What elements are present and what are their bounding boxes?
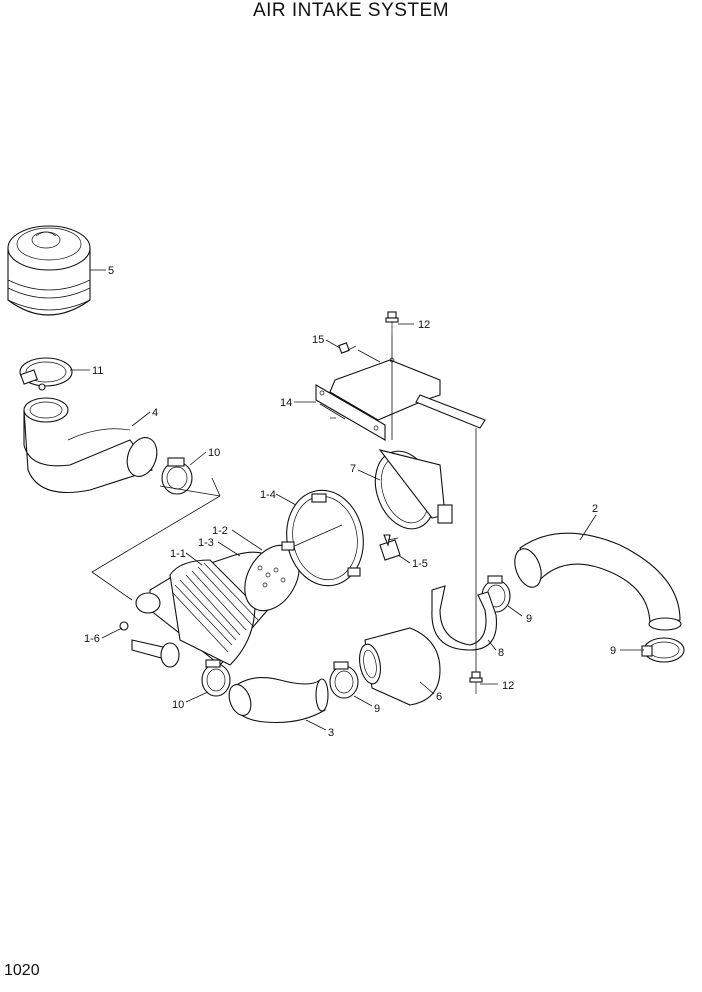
outlet-elbow-part (228, 677, 329, 724)
hose-clamp-part (201, 659, 231, 697)
part-label: 8 (498, 647, 504, 659)
part-label: 11 (92, 365, 103, 377)
pipe-strap-part (431, 585, 498, 651)
part-label: 4 (152, 407, 158, 419)
part-label: 1-1 (170, 548, 186, 560)
page-number: 1020 (4, 962, 40, 979)
part-label: 9 (374, 703, 380, 715)
vacuator-valve-part (379, 534, 401, 561)
part-label: 2 (592, 503, 598, 515)
leader-lines (70, 269, 644, 731)
part-label: 10 (208, 447, 220, 459)
diagram-title: AIR INTAKE SYSTEM (252, 0, 450, 21)
mounting-bracket-part (315, 357, 486, 441)
hose-clamp-part (161, 457, 193, 495)
part-label: 1-4 (260, 489, 276, 501)
part-label: 5 (108, 265, 114, 277)
part-label: 10 (172, 699, 184, 711)
hose-clamp-part (641, 637, 685, 663)
part-label: 1-3 (198, 537, 214, 549)
hose-clamp-part (329, 661, 359, 699)
part-label: 14 (280, 397, 292, 409)
cap-clamp-part (19, 357, 73, 391)
part-label: 12 (502, 680, 514, 692)
part-label: 9 (526, 613, 532, 625)
part-label: 12 (418, 319, 430, 331)
part-label: 6 (436, 691, 442, 703)
part-label: 15 (312, 334, 324, 346)
part-number-labels: 5 11 4 10 12 15 14 7 1-4 1-2 1-3 1-1 1-5… (84, 265, 616, 739)
pre-cleaner-cap-part (7, 225, 91, 316)
air-cleaner-body-part (119, 544, 300, 668)
part-label: 3 (328, 727, 334, 739)
cleaner-band-part (281, 489, 364, 587)
bolt-part (385, 311, 399, 335)
reducer-hose-part (359, 627, 441, 706)
part-label: 1-2 (212, 525, 228, 537)
bolt-part (469, 671, 483, 694)
intake-pipe-part (514, 532, 682, 631)
elbow-hose-part (23, 397, 158, 494)
part-label: 1-5 (412, 558, 428, 570)
part-label: 7 (350, 463, 356, 475)
bolt-part (338, 342, 357, 354)
part-label: 1-6 (84, 633, 100, 645)
support-strap-part (374, 449, 453, 530)
part-label: 9 (610, 645, 616, 657)
